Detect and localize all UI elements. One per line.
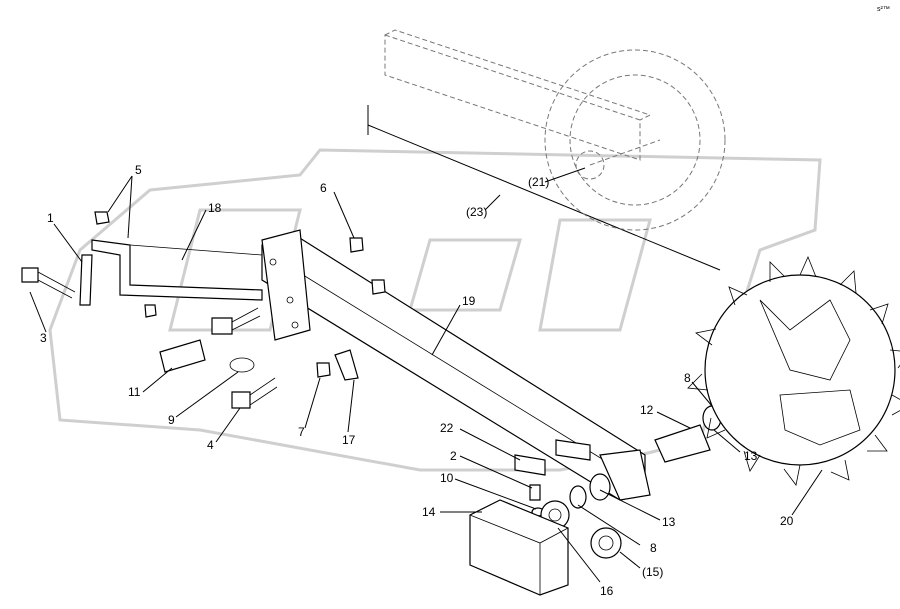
bolt-2 [529,484,541,501]
callout-11: 11 [128,385,141,399]
callout-9: 9 [168,413,175,427]
bolt-3-head [21,267,39,283]
washer-8b [569,485,587,509]
nut-5 [94,211,110,225]
pin-11 [159,339,206,373]
leader-lines [29,167,823,583]
ghost-sprocket-21 [544,49,726,231]
nut-6b [371,279,386,295]
callout-18: 18 [208,201,222,215]
callout-8-top: 8 [684,371,691,385]
callout-16: 16 [600,584,614,598]
callout-6: 6 [320,181,327,195]
nut-6 [349,237,364,253]
clip-9 [229,357,255,373]
washer-13b [589,473,611,501]
callout-labels: 5 1 3 18 6 19 11 9 4 7 17 12 8 13 22 2 1… [40,6,890,598]
bolt-4-head [231,391,251,409]
callout-20: 20 [780,514,794,528]
callout-8-bottom: 8 [650,541,657,555]
bracket-18 [91,239,263,301]
callout-12: 12 [640,403,654,417]
callout-17: 17 [342,433,356,447]
shaft-12 [654,424,711,463]
callout-5: 5 [135,163,142,177]
callout-23: (23) [466,205,487,219]
callout-3: 3 [40,331,47,345]
bolt-22 [514,454,546,476]
callout-4: 4 [207,438,214,452]
cover-box-14 [469,499,569,596]
callout-22: 22 [440,421,454,435]
callout-13-right: 13 [744,449,758,463]
callout-1: 1 [47,211,54,225]
hardware [21,211,386,409]
bracket-17 [334,349,359,381]
main-arm-19 [261,229,651,501]
callout-2: 2 [450,449,457,463]
callout-14: 14 [422,505,436,519]
callout-15: (15) [642,565,663,579]
callout-10: 10 [440,471,454,485]
callout-13-bottom: 13 [662,515,676,529]
callout-21: (21) [528,175,549,189]
callout-19: 19 [462,294,476,308]
corner-mark: s²™ [877,6,890,13]
callout-7: 7 [298,425,305,439]
bolt-head-mid [211,317,233,335]
nut-5b [144,304,157,318]
sprocket-15 [590,527,622,559]
bolt-1 [79,254,93,306]
nut-7 [316,362,331,378]
ghost-frame-23 [367,29,721,271]
sprocket-20 [687,255,900,486]
